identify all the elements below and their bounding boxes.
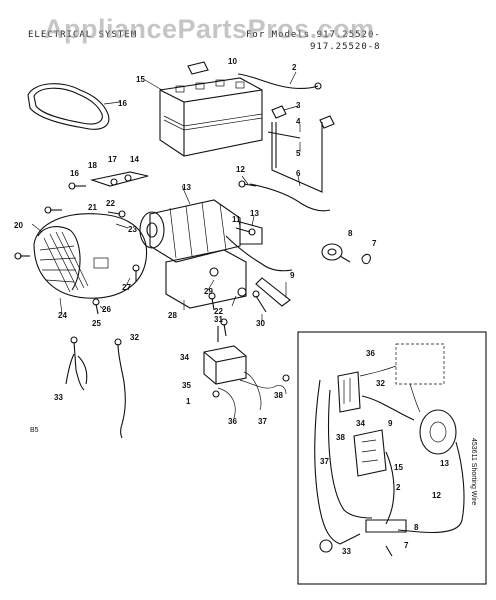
part-37: 37 [258,417,267,426]
wire-33 [65,336,88,391]
part-29: 29 [204,287,213,296]
mounting-bracket [165,249,291,309]
model-line-2: 917.25520-8 [310,42,381,52]
part-22: 22 [106,199,115,208]
battery [159,61,263,157]
part-15: 15 [136,75,145,84]
part-14: 14 [130,155,139,164]
part-13b: 13 [250,209,259,218]
wiring-schematic [297,331,487,585]
starter-generator [139,199,263,263]
sch-15: 15 [394,463,403,472]
sch-38: 38 [336,433,345,442]
shorting-wire-note: 453611 Shorting Wire [470,438,477,505]
part-10: 10 [228,57,237,66]
model-line-1: For Models 917.25520- [246,30,381,40]
fasteners [14,180,267,337]
part-34: 34 [180,353,189,362]
part-36: 36 [228,417,237,426]
part-1: 1 [186,397,191,406]
part-6: 6 [296,169,301,178]
sch-7: 7 [404,541,409,550]
part-20: 20 [14,221,23,230]
part-3: 3 [296,101,301,110]
part-24: 24 [58,311,67,320]
sch-2: 2 [396,483,401,492]
part-38: 38 [274,391,283,400]
part-18: 18 [88,161,97,170]
voltage-regulator [203,345,290,419]
part-5: 5 [296,149,301,158]
watermark: AppliancePartsPros.com [44,14,375,44]
part-32: 32 [130,333,139,342]
sch-9: 9 [388,419,393,428]
part-22b: 22 [214,307,223,316]
schematic-labels: 36 32 34 38 15 9 13 37 2 12 8 33 7 45361… [320,349,477,556]
part-26: 26 [102,305,111,314]
part-16: 16 [118,99,127,108]
leader-lines [31,71,301,322]
part-8: 8 [348,229,353,238]
part-35: 35 [182,381,191,390]
sch-33: 33 [342,547,351,556]
part-16b: 16 [70,169,79,178]
diagram-title: ELECTRICAL SYSTEM [28,30,138,40]
wire-32 [117,343,126,439]
part-28: 28 [168,311,177,320]
upper-bracket [89,171,149,187]
starter-wire [249,183,331,212]
sch-34: 34 [356,419,365,428]
page-code: B5 [30,427,39,434]
hold-down-rods [267,105,335,193]
pulley-guard [33,213,148,299]
sch-12: 12 [432,491,441,500]
part-12: 12 [236,165,245,174]
sch-37: 37 [320,457,329,466]
part-30: 30 [256,319,265,328]
fan-belt [27,83,110,130]
part-numbers: 16 15 10 2 3 4 5 6 12 16 18 17 14 13 21 … [14,57,377,426]
sch-13: 13 [440,459,449,468]
part-11: 11 [232,215,241,224]
part-27: 27 [122,283,131,292]
part-31: 31 [214,315,223,324]
part-13: 13 [182,183,191,192]
part-33: 33 [54,393,63,402]
part-9: 9 [290,271,295,280]
part-25: 25 [92,319,101,328]
part-2: 2 [292,63,297,72]
sch-36: 36 [366,349,375,358]
part-17: 17 [108,155,117,164]
sch-8: 8 [414,523,419,532]
part-4: 4 [296,117,301,126]
solenoid [321,243,371,265]
part-21: 21 [88,203,97,212]
part-23: 23 [128,225,137,234]
part-7: 7 [372,239,377,248]
generator-wire [225,235,293,272]
sch-32: 32 [376,379,385,388]
battery-cable [237,73,319,89]
